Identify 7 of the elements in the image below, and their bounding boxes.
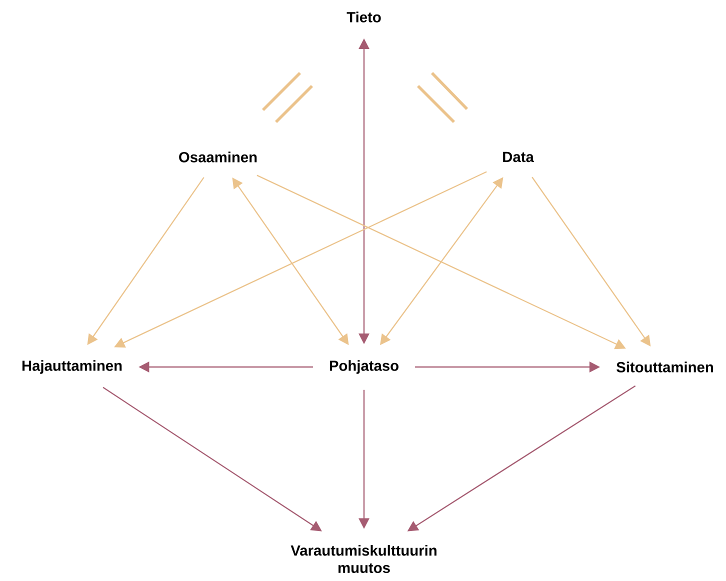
node-label: Varautumiskulttuurin muutos	[290, 544, 436, 574]
node-label: Pohjataso	[330, 360, 398, 374]
node-label: Osaaminen	[179, 152, 257, 162]
node-label: Data	[503, 152, 534, 162]
node-label: Sitouttaminen	[616, 362, 713, 372]
node-label: Tieto	[346, 12, 381, 22]
node-label: Hajauttaminen	[22, 360, 122, 374]
